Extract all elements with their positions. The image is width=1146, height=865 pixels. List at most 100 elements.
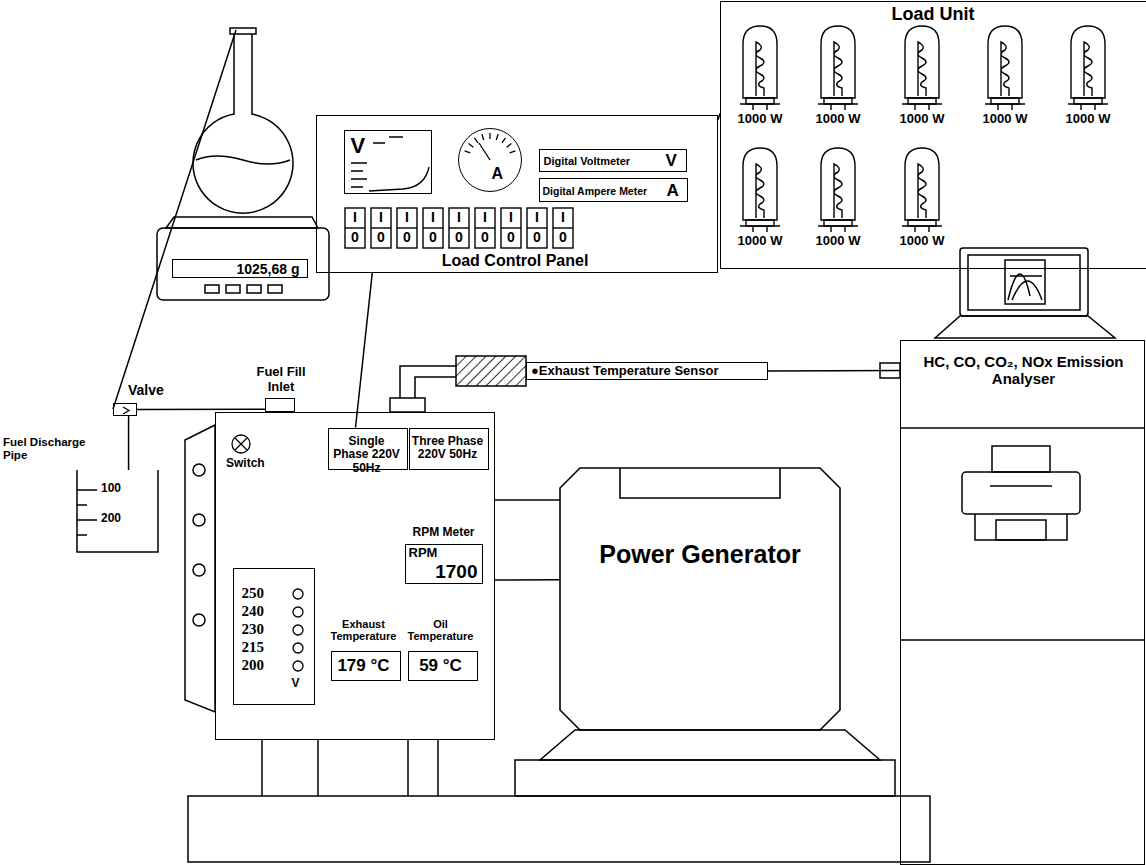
switch-divider bbox=[449, 227, 469, 228]
fuel-fill-inlet-text: Fuel Fill Inlet bbox=[249, 365, 313, 395]
digital-voltmeter-text: Digital Voltmeter bbox=[544, 155, 656, 168]
digital-ammeter-text: A bbox=[667, 181, 683, 201]
switch-frame bbox=[553, 208, 573, 248]
exhaust-temperature-sensor-text: ●Exhaust Temperature Sensor bbox=[531, 364, 763, 379]
voltage-selector-text: 240 bbox=[242, 603, 278, 620]
exhaust-temperature-sensor: ●Exhaust Temperature Sensor bbox=[526, 362, 768, 380]
lamp-rating: 1000 W bbox=[730, 112, 790, 127]
switch-divider bbox=[345, 227, 365, 228]
switch-mark: I bbox=[449, 209, 469, 225]
load-control-panel-text: Load Control Panel bbox=[317, 252, 713, 270]
connector-line bbox=[356, 273, 373, 428]
engine-housing-details bbox=[185, 366, 560, 796]
switch-divider bbox=[397, 227, 417, 228]
switch-mark: 0 bbox=[527, 229, 547, 245]
switch-frame bbox=[345, 208, 365, 248]
lamp-rating: 1000 W bbox=[808, 234, 868, 249]
switch-frame bbox=[371, 208, 391, 248]
lamp-rating: 1000 W bbox=[892, 234, 952, 249]
switch-mark: I bbox=[371, 209, 391, 225]
digital-voltmeter: Digital Voltmeter V bbox=[539, 149, 687, 172]
lamp bbox=[1068, 26, 1108, 110]
voltage-selector-text: 230 bbox=[242, 621, 278, 638]
lamp bbox=[818, 26, 858, 110]
rpm-meter-text: 1700 bbox=[426, 561, 478, 583]
scale-display-text: 1025,68 bbox=[213, 261, 287, 277]
switch-frame bbox=[397, 208, 417, 248]
power-generator-outline bbox=[560, 468, 840, 730]
switch-mark: I bbox=[397, 209, 417, 225]
switch-divider bbox=[423, 227, 443, 228]
switch-divider bbox=[553, 227, 573, 228]
exhaust-sensor-housing bbox=[456, 356, 526, 386]
analog-voltmeter: V bbox=[344, 130, 432, 194]
lamp bbox=[740, 148, 780, 232]
valve-text: Valve bbox=[128, 382, 178, 398]
analog-ammeter: A bbox=[458, 128, 522, 192]
oil-temperature-display: Oil Temperature59 °C bbox=[408, 651, 478, 681]
switch-mark: I bbox=[527, 209, 547, 225]
scale-mark: 100 bbox=[99, 482, 123, 496]
lamp-rating: 1000 W bbox=[975, 112, 1035, 127]
switch-frame bbox=[449, 208, 469, 248]
voltage-selector-text: V bbox=[292, 677, 306, 691]
rpm-meter-text: RPM bbox=[409, 546, 449, 561]
analyser-details bbox=[880, 248, 1145, 640]
switch-mark: I bbox=[501, 209, 521, 225]
fuel-discharge-beaker-text: Fuel Discharge Pipe bbox=[3, 436, 103, 462]
switch-frame bbox=[423, 208, 443, 248]
scale-display: 1025,68g bbox=[172, 259, 308, 278]
engine-control-box: Switch Single Phase 220V 50Hz Three Phase … bbox=[215, 412, 495, 740]
connector-line bbox=[495, 579, 560, 581]
lamp-rating: 1000 W bbox=[892, 112, 952, 127]
lamp bbox=[985, 26, 1025, 110]
load-control-panel: Load Control PanelVADigital VoltmeterVDi… bbox=[316, 115, 718, 273]
switch-divider bbox=[371, 227, 391, 228]
switch-mark: 0 bbox=[345, 229, 365, 245]
generator-base bbox=[188, 730, 930, 862]
scale-display-text: g bbox=[291, 261, 303, 277]
three-phase-socket-text: Three Phase 220V 50Hz bbox=[412, 435, 484, 463]
power-generator-text: Power Generator bbox=[560, 540, 840, 569]
fuel-fill-inlet: Fuel Fill Inlet bbox=[265, 398, 295, 412]
lamp-symbols bbox=[740, 26, 1108, 232]
lamp bbox=[740, 26, 780, 110]
digital-voltmeter-text: V bbox=[666, 151, 682, 171]
engine-control-box-text: Switch bbox=[226, 457, 276, 471]
analog-ammeter-outline bbox=[459, 129, 523, 193]
exhaust-temperature-display-text: 179 °C bbox=[332, 656, 396, 676]
switch-mark: 0 bbox=[371, 229, 391, 245]
emission-analyser-text: HC, CO, CO₂, NOx Emission Analyser bbox=[909, 353, 1138, 388]
switch-frame bbox=[527, 208, 547, 248]
switch-mark: I bbox=[345, 209, 365, 225]
switch-mark: 0 bbox=[475, 229, 495, 245]
switch-mark: 0 bbox=[397, 229, 417, 245]
digital-ammeter-text: Digital Ampere Meter bbox=[543, 185, 665, 197]
switch-divider bbox=[501, 227, 521, 228]
switch-mark: I bbox=[475, 209, 495, 225]
three-phase-socket: Three Phase 220V 50Hz bbox=[409, 428, 489, 470]
switch-frame bbox=[501, 208, 521, 248]
analog-voltmeter-text: V bbox=[351, 133, 369, 158]
exhaust-temperature-display-text: Exhaust Temperature bbox=[322, 618, 406, 643]
switch-mark: I bbox=[423, 209, 443, 225]
voltage-selector: 250240230215200V bbox=[233, 568, 315, 705]
connector-line bbox=[768, 370, 900, 372]
single-phase-socket-text: Single Phase 220V 50Hz bbox=[331, 435, 403, 476]
switch-mark: 0 bbox=[553, 229, 573, 245]
connector-line bbox=[137, 408, 265, 410]
switch-divider bbox=[527, 227, 547, 228]
power-generator: Power Generator bbox=[560, 468, 840, 730]
lamp bbox=[902, 148, 942, 232]
emission-analyser: HC, CO, CO₂, NOx Emission Analyser bbox=[900, 340, 1145, 865]
rpm-meter-text: RPM Meter bbox=[402, 526, 486, 540]
lamp-rating: 1000 W bbox=[1058, 112, 1118, 127]
lamp-rating: 1000 W bbox=[730, 234, 790, 249]
flask-and-scale bbox=[113, 28, 329, 409]
valve-outline bbox=[114, 404, 138, 417]
switch-mark: I bbox=[553, 209, 573, 225]
voltage-selector-text: 200 bbox=[242, 657, 278, 674]
